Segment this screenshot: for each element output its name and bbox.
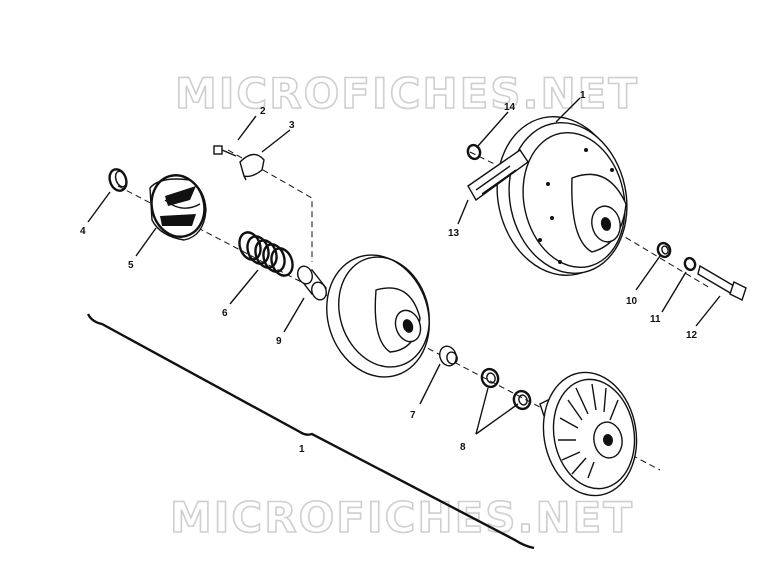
complete-clutch-part bbox=[496, 115, 628, 277]
washer-14-part bbox=[466, 143, 482, 161]
spider-part bbox=[149, 174, 207, 241]
leader-lines bbox=[87, 97, 721, 435]
lockwasher-11-part bbox=[683, 256, 697, 272]
watermark-bottom: MICROFICHES.NET bbox=[170, 493, 634, 542]
assembly-bracket-line bbox=[86, 313, 535, 550]
callout-3: 3 bbox=[289, 120, 295, 131]
callout-11: 11 bbox=[650, 314, 661, 325]
spring-part bbox=[238, 231, 294, 277]
bolt-12-part bbox=[697, 264, 747, 301]
callout-6: 6 bbox=[222, 308, 228, 319]
watermark-top: MICROFICHES.NET bbox=[175, 69, 639, 118]
callout-2: 2 bbox=[260, 106, 266, 117]
moveable-sheave-part bbox=[326, 254, 430, 378]
bushing-7-part bbox=[439, 345, 458, 367]
belt-segment-part bbox=[467, 149, 529, 202]
stationary-sheave-part bbox=[539, 371, 638, 497]
callout-14: 14 bbox=[504, 102, 516, 113]
weight-cap-part bbox=[239, 153, 265, 181]
callout-1-bracket: 1 bbox=[299, 444, 305, 455]
callout-10: 10 bbox=[626, 296, 638, 307]
callout-1-top: 1 bbox=[580, 90, 586, 101]
callout-7: 7 bbox=[410, 410, 416, 421]
callout-5: 5 bbox=[128, 260, 134, 271]
washer-10-part bbox=[656, 241, 672, 259]
snap-ring-part bbox=[108, 168, 128, 192]
callout-4: 4 bbox=[80, 226, 86, 237]
washers-8-part bbox=[480, 367, 532, 411]
bolt-small-part bbox=[213, 145, 237, 157]
bushing-part bbox=[296, 265, 328, 301]
callout-12: 12 bbox=[686, 330, 698, 341]
callout-9: 9 bbox=[276, 336, 282, 347]
callout-13: 13 bbox=[448, 228, 460, 239]
callout-8: 8 bbox=[460, 442, 466, 453]
